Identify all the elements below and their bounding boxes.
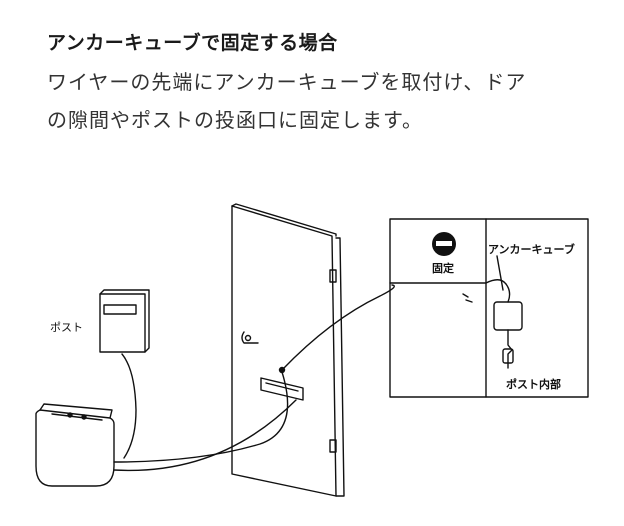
anchor-cube-label: アンカーキューブ: [488, 242, 575, 256]
post-label: ポスト: [50, 321, 83, 334]
wire-bag: [35, 403, 115, 487]
no-entry-icon: [432, 232, 456, 256]
description-line-2: の隙間やポストの投函口に固定します。: [47, 108, 423, 132]
post-inside-label: ポスト内部: [506, 377, 561, 391]
door: [231, 203, 345, 497]
page-heading: アンカーキューブで固定する場合: [47, 32, 338, 54]
wall-mailbox: [99, 289, 150, 353]
description: ワイヤーの先端にアンカーキューブを取付け、ドア の隙間やポストの投函口に固定しま…: [47, 63, 607, 139]
inset-detail: [389, 218, 589, 398]
wire: [113, 284, 395, 472]
description-line-1: ワイヤーの先端にアンカーキューブを取付け、ドア: [47, 70, 527, 94]
fixed-label: 固定: [432, 261, 454, 275]
